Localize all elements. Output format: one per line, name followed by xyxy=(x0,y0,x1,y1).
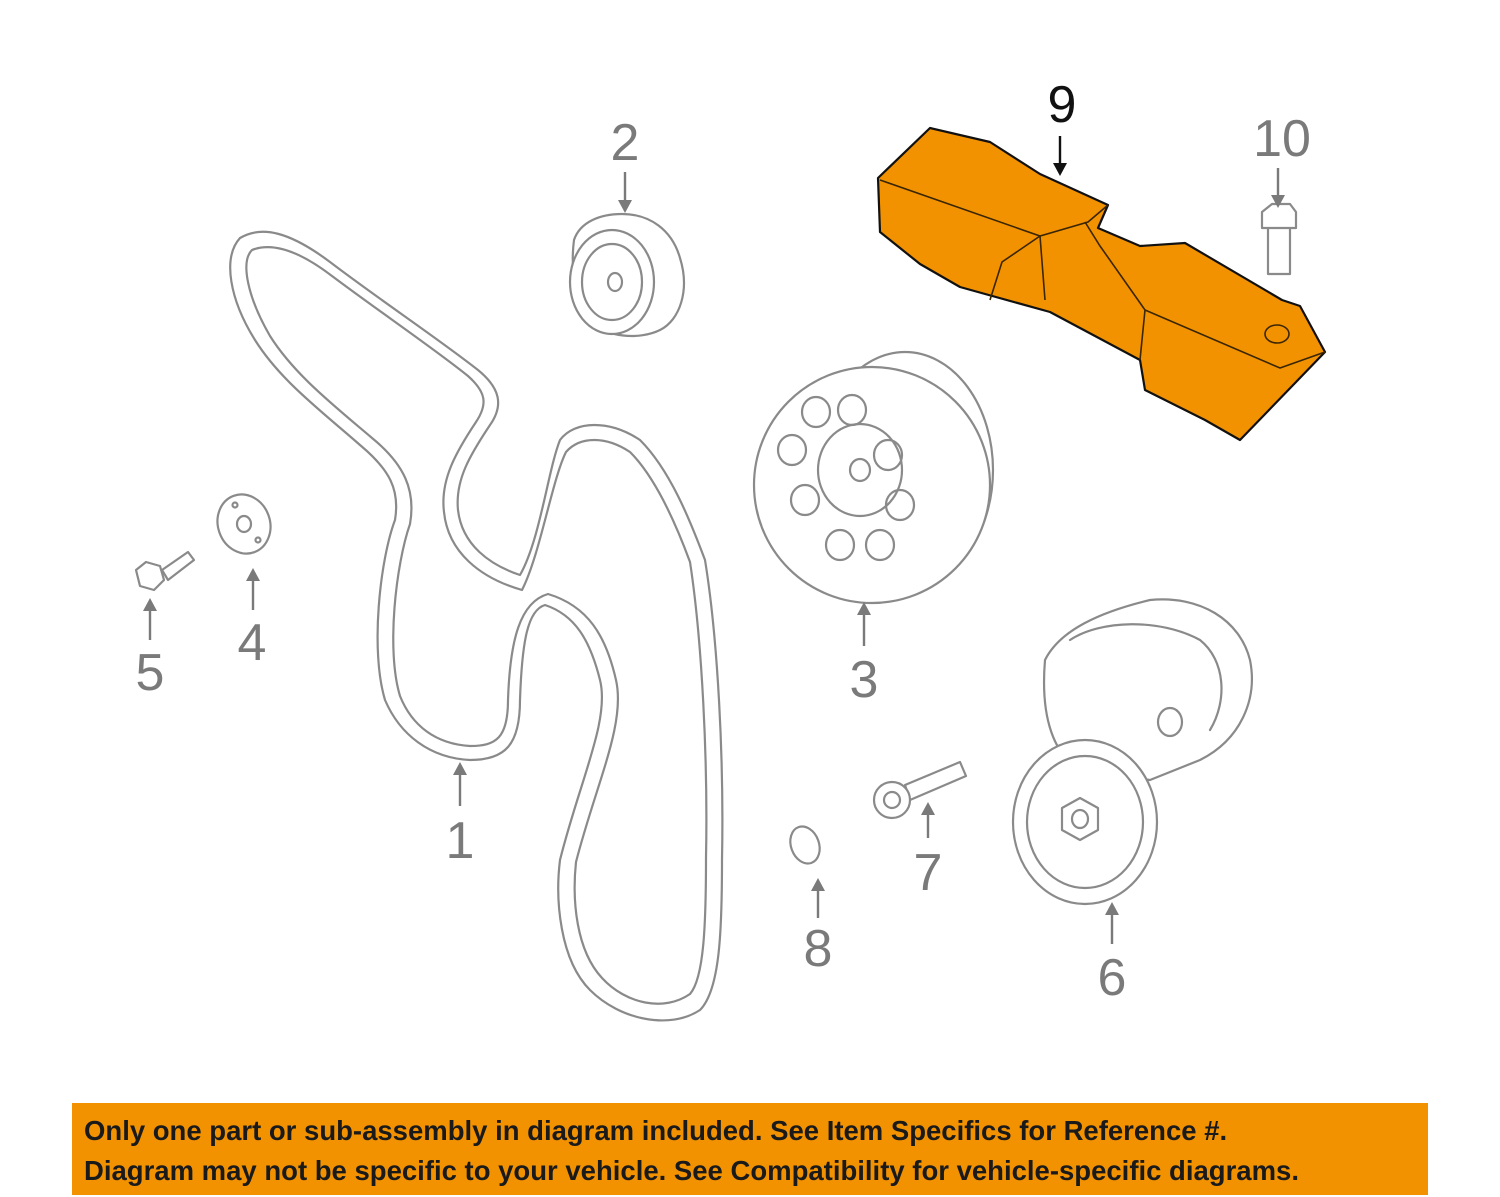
callout-2: 2 xyxy=(611,114,640,172)
belt-tensioner-part-6 xyxy=(1011,598,1253,906)
o-ring-part-8 xyxy=(789,825,821,865)
callout-4: 4 xyxy=(238,614,267,672)
callout-9: 9 xyxy=(1048,76,1077,134)
callout-arrows xyxy=(143,136,1285,944)
callout-1: 1 xyxy=(446,812,475,870)
bolt-part-5 xyxy=(134,550,196,592)
disclaimer-banner: Only one part or sub-assembly in diagram… xyxy=(72,1103,1428,1195)
disclaimer-line-2: Diagram may not be specific to your vehi… xyxy=(84,1155,1299,1186)
callout-labels: 1 2 3 4 5 6 7 8 9 10 xyxy=(136,76,1311,1007)
bolt-part-7 xyxy=(872,760,968,820)
bolt-part-10 xyxy=(1260,202,1298,276)
disclaimer-line-1: Only one part or sub-assembly in diagram… xyxy=(84,1115,1228,1146)
callout-10: 10 xyxy=(1253,110,1311,168)
pulley-part-3 xyxy=(752,350,995,605)
callout-7: 7 xyxy=(914,844,943,902)
callout-8: 8 xyxy=(804,920,833,978)
callout-3: 3 xyxy=(850,651,879,709)
washer-part-4 xyxy=(216,493,272,555)
callout-5: 5 xyxy=(136,644,165,702)
callout-6: 6 xyxy=(1098,949,1127,1007)
drive-belt-part-1 xyxy=(229,230,724,1022)
parts-diagram: 1 2 3 4 5 6 7 8 9 10 xyxy=(134,76,1327,1022)
idler-pulley-part-2 xyxy=(568,212,685,337)
cover-shield-part-9 xyxy=(876,126,1327,442)
